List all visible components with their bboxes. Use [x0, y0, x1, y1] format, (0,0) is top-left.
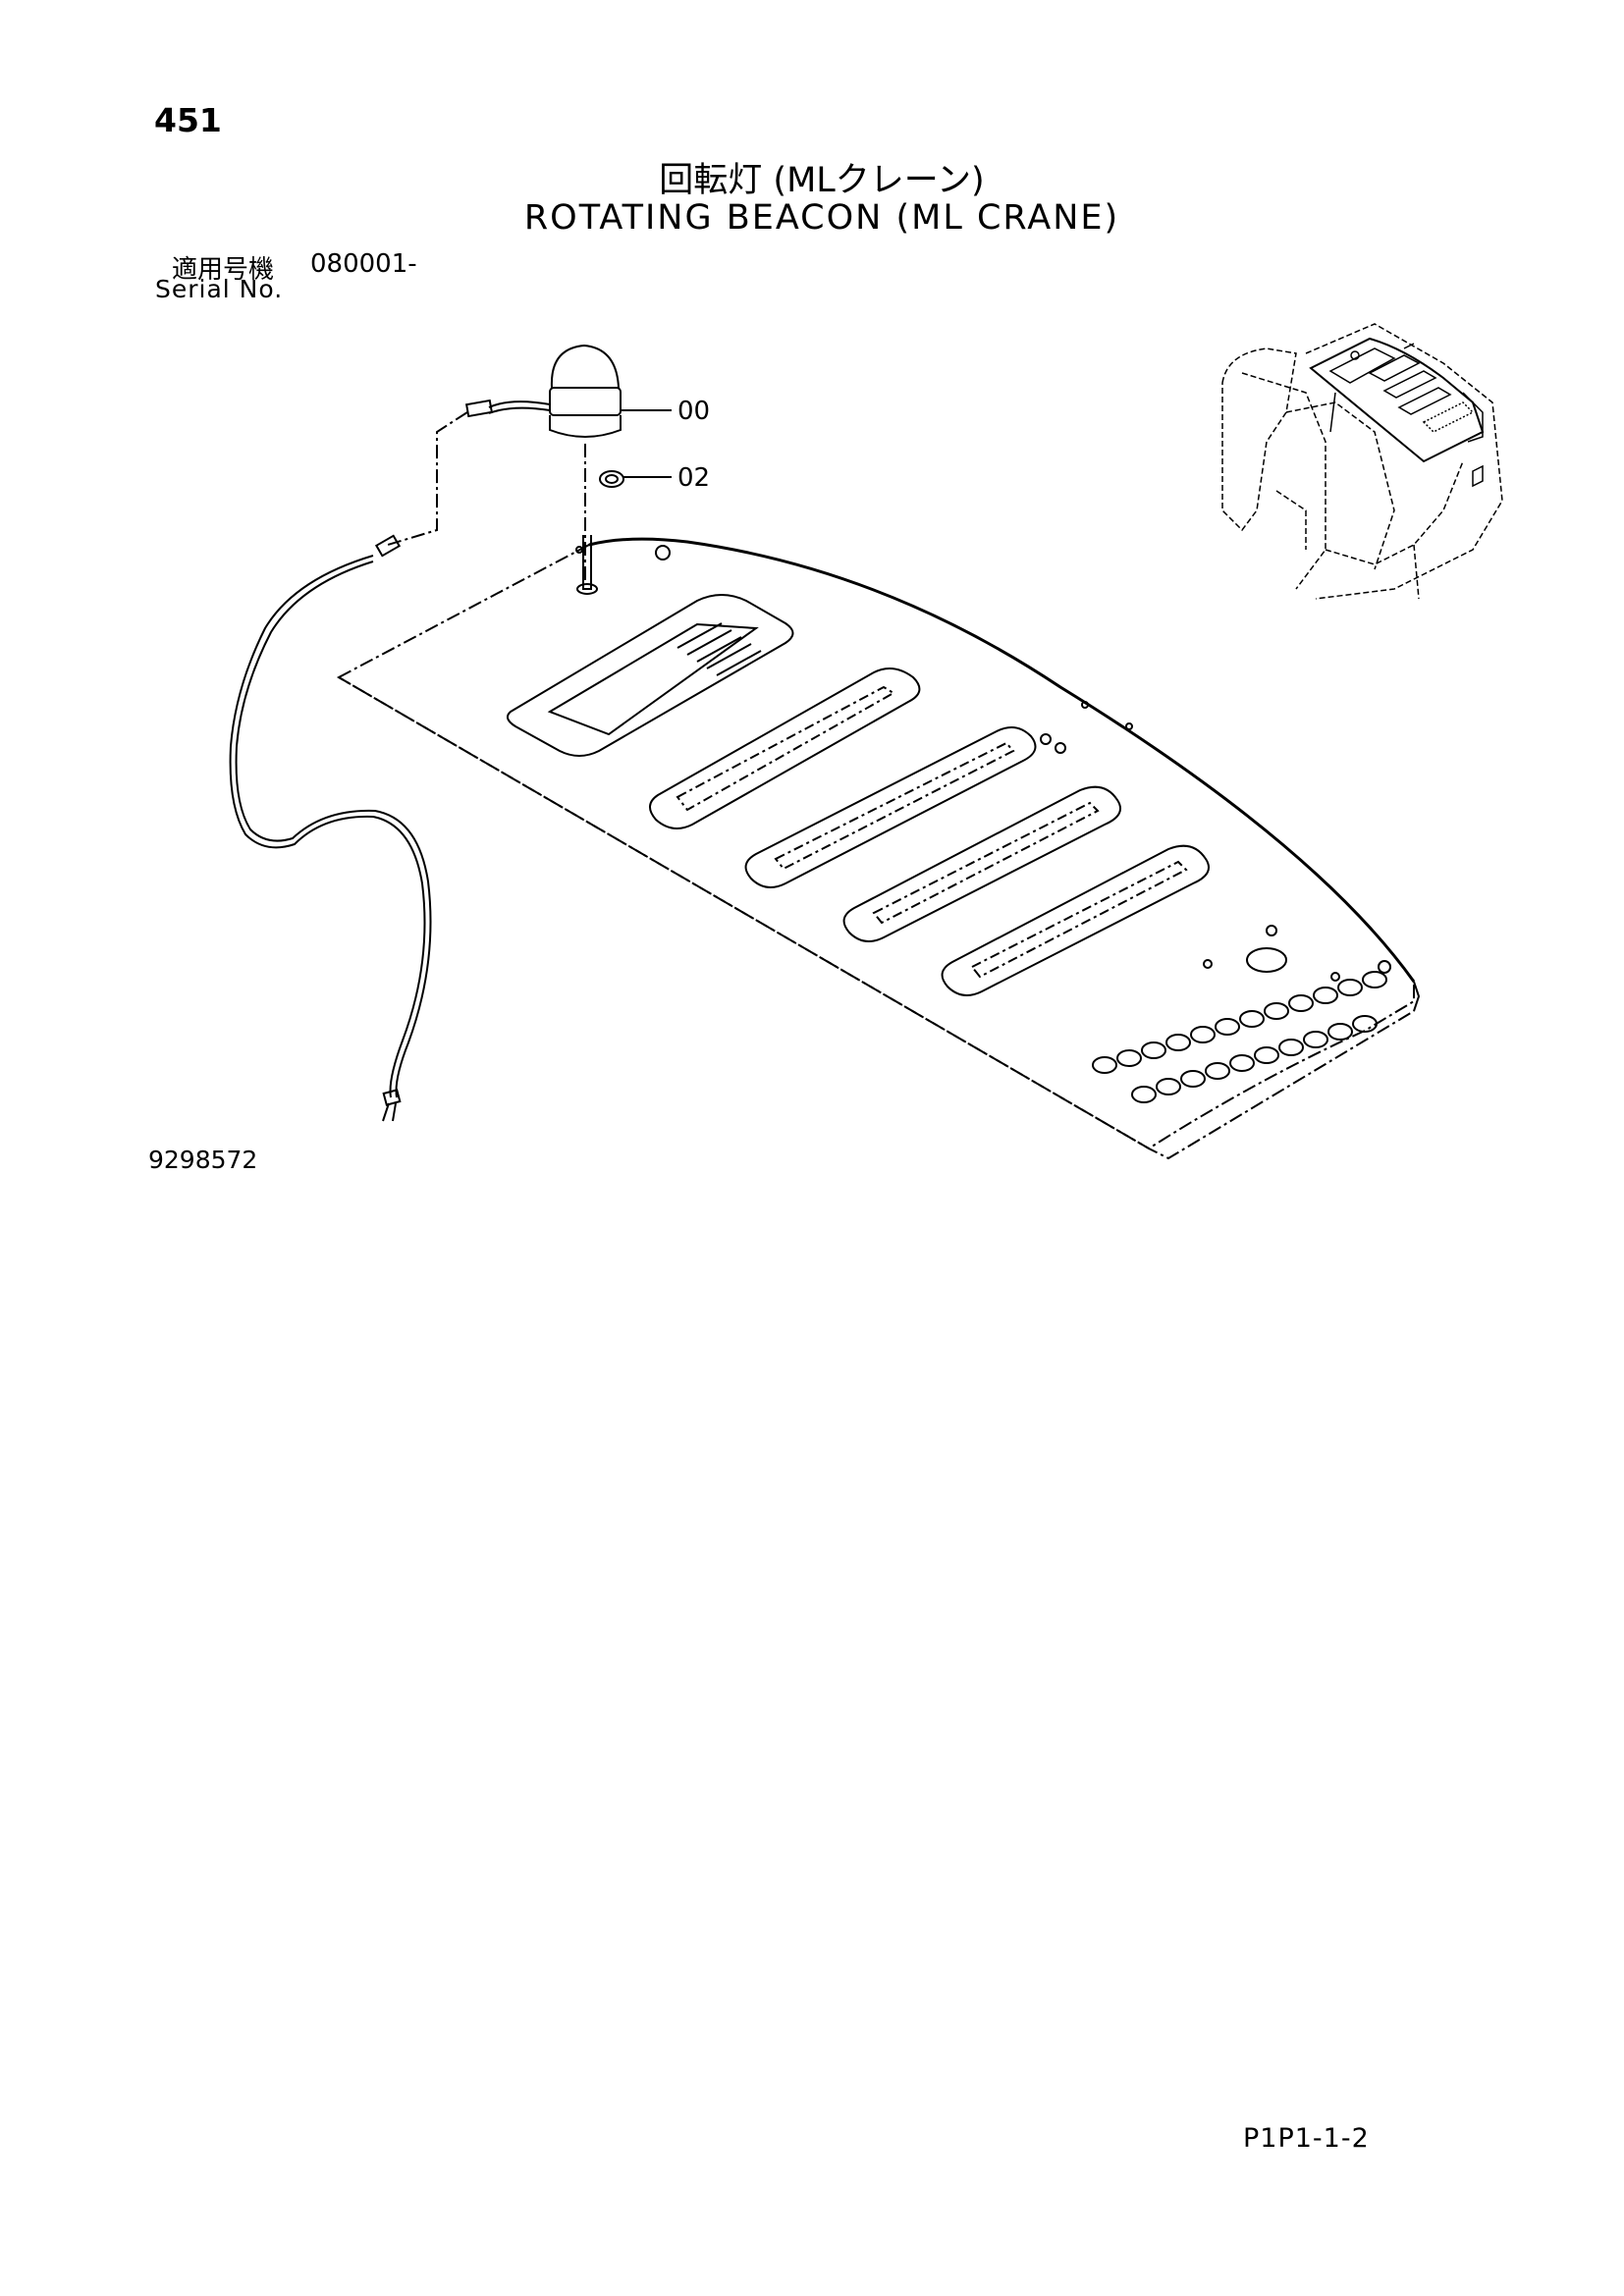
page-number: 451 [154, 101, 222, 139]
cover-panel [336, 537, 1421, 1160]
vent-openings [506, 594, 1387, 1103]
title-english: ROTATING BEACON (ML CRANE) [523, 198, 1120, 238]
serial-label-english: Serial No. [155, 275, 284, 303]
wire-harness [229, 399, 551, 1122]
bottom-slots [1092, 971, 1387, 1103]
drawing-number: 9298572 [148, 1146, 258, 1174]
title-japanese: 回転灯 (MLクレーン) [659, 161, 985, 200]
beacon-lamp [549, 344, 622, 584]
parts-diagram: 00 02 [229, 323, 1503, 1160]
page-code: P1P1-1-2 [1243, 2123, 1370, 2154]
mounting-bolt [576, 535, 598, 595]
callout-00: 00 [677, 397, 710, 426]
location-inset [1221, 323, 1503, 600]
callout-02: 02 [677, 463, 710, 493]
serial-label-japanese: 適用号機 [172, 255, 275, 285]
serial-range: 080001- [310, 249, 417, 279]
grommet [599, 470, 624, 488]
